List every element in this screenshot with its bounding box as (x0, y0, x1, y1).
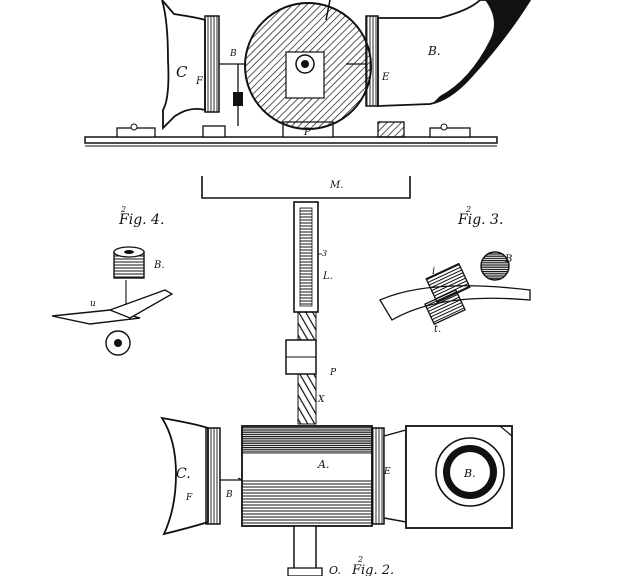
feed-screw-assembly: 3 L. P X (285, 201, 337, 425)
figure-1: C F B B. E P (84, 0, 532, 147)
label-M: M. (329, 180, 343, 191)
figure-4: Fig. 4. 2 B. u (51, 205, 174, 356)
foot-block-right-inner (377, 121, 405, 138)
fig3-strip (379, 285, 531, 321)
fig3-number: 2 (465, 205, 471, 214)
label-fig2-A: A. (317, 458, 329, 471)
label-fig1-B: B. (427, 44, 441, 58)
label-fig1-B-small: B (229, 49, 237, 59)
label-stem-P: P (329, 368, 337, 378)
label-fig1-F: F (195, 76, 204, 87)
fig2-diaphragm-left (205, 427, 221, 525)
label-fig1-P: P (303, 127, 311, 138)
fig2-diaphragm-right (371, 427, 385, 525)
fig2-cylinder-shade-bottom (242, 480, 372, 526)
bracket-M: M. (201, 176, 411, 199)
fig3-roller-bottom (424, 288, 466, 326)
label-fig1-C: C (176, 63, 188, 81)
base-plate (84, 136, 498, 144)
screw-head (440, 123, 448, 131)
figure-2: C. F B A. E B. O. Fig. 2. 2 (160, 416, 513, 578)
label-fig4-u: u (90, 299, 96, 309)
label-fig2-Bsmall: B (225, 490, 233, 500)
foot-block-right (429, 127, 471, 138)
fig2-title: Fig. 2. (351, 563, 394, 576)
fig2-mouthpiece (160, 416, 209, 536)
foot-block-left-inner (202, 125, 226, 138)
label-stem-X: X (317, 395, 325, 405)
label-fig3-i: i (432, 266, 435, 277)
figure-3: Fig. 3. 2 i B t. (379, 205, 531, 335)
fig2-post (293, 525, 317, 571)
fig4-lever (108, 289, 174, 319)
fig2-horn-inner (450, 452, 490, 492)
guide-tube-inner (299, 207, 313, 307)
diaphragm-ring-left (204, 15, 220, 113)
drum-axle-center (301, 60, 309, 68)
label-fig3-t: t. (434, 324, 441, 335)
label-fig2-B: B. (463, 467, 476, 480)
fig3-wheel (480, 251, 510, 281)
horn-right-shadow (432, 0, 530, 104)
label-fig1-E: E (381, 72, 390, 83)
label-fig2-F: F (185, 493, 193, 503)
drum-pointer (325, 0, 331, 21)
fig3-title: Fig. 3. (457, 212, 503, 228)
fig2-cylinder-shade-top (242, 426, 372, 454)
label-fig2-C: C. (176, 466, 191, 482)
label-fig3-B: B (504, 254, 512, 265)
label-fig2-E: E (383, 467, 391, 477)
mouthpiece-left (161, 0, 206, 131)
diaphragm-ring-right (365, 15, 379, 107)
label-stem-3: 3 (322, 249, 327, 258)
fig4-number: 2 (120, 205, 126, 214)
fig4-title: Fig. 4. (118, 212, 164, 228)
screw-head (130, 123, 138, 131)
label-stem-L: L. (322, 271, 333, 282)
label-fig4-B: B. (153, 260, 165, 271)
fig2-number: 2 (357, 555, 363, 564)
stylus-block-left (233, 92, 243, 106)
label-fig2-O: O. (329, 564, 341, 576)
